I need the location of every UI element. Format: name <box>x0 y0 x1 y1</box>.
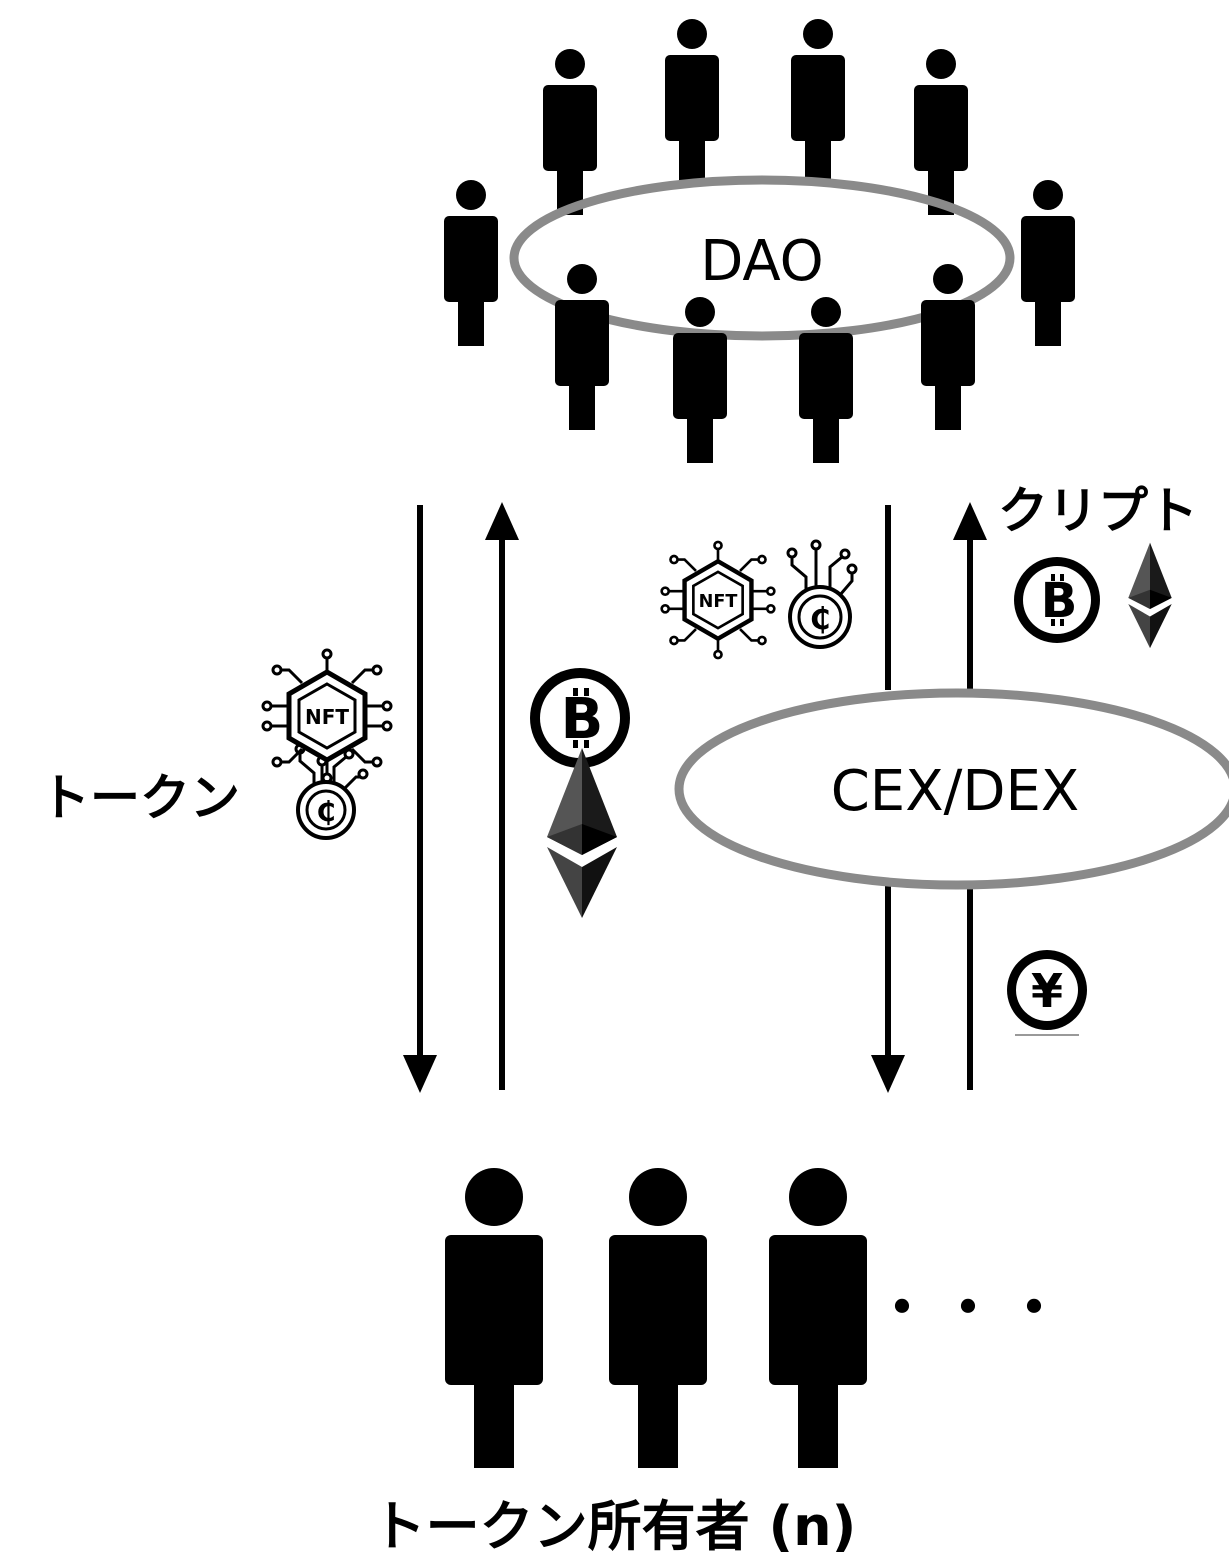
person-icon <box>914 49 968 215</box>
person-icon <box>791 19 845 185</box>
crypto-label: クリプト <box>998 482 1198 540</box>
nft-chip-icon: NFT <box>660 540 776 660</box>
person-icon <box>665 19 719 185</box>
bitcoin-symbol: B <box>1041 573 1078 629</box>
nft-icon-text: NFT <box>305 705 349 729</box>
dao-ellipse <box>509 175 1015 341</box>
person-icon <box>921 264 975 430</box>
yen-icon: ¥ <box>1007 950 1087 1036</box>
token-owners <box>445 1168 867 1468</box>
exchange-ellipse <box>674 688 1229 890</box>
person-icon <box>1021 180 1075 346</box>
bitcoin-symbol: B <box>561 687 604 752</box>
person-icon <box>673 297 727 463</box>
person-icon <box>444 180 498 346</box>
bitcoin-icon: B <box>530 668 630 768</box>
person-icon <box>445 1168 543 1468</box>
owners-label: トークン所有者 (n) <box>372 1495 857 1558</box>
ethereum-icon <box>1128 542 1172 649</box>
person-icon <box>543 49 597 215</box>
coin-circuit-icon: ₵ <box>786 539 858 649</box>
person-icon <box>799 297 853 463</box>
person-icon <box>555 264 609 430</box>
ethereum-icon <box>547 748 617 918</box>
yen-symbol: ¥ <box>1031 964 1063 1018</box>
coin-symbol: ₵ <box>316 795 335 828</box>
ellipsis-label: ・・・ <box>873 1274 1071 1342</box>
person-icon <box>769 1168 867 1468</box>
nft-icon-text: NFT <box>699 592 738 612</box>
coin-symbol: ₵ <box>810 602 831 637</box>
token-down-arrow <box>403 505 437 1093</box>
bitcoin-icon: B <box>1014 557 1100 643</box>
crypto-up-arrow <box>485 502 519 1090</box>
person-icon <box>609 1168 707 1468</box>
coin-circuit-icon: ₵ <box>294 743 369 840</box>
token-label: トークン <box>40 769 240 827</box>
dao-label: DAO <box>700 229 824 294</box>
exchange-label: CEX/DEX <box>831 759 1080 824</box>
